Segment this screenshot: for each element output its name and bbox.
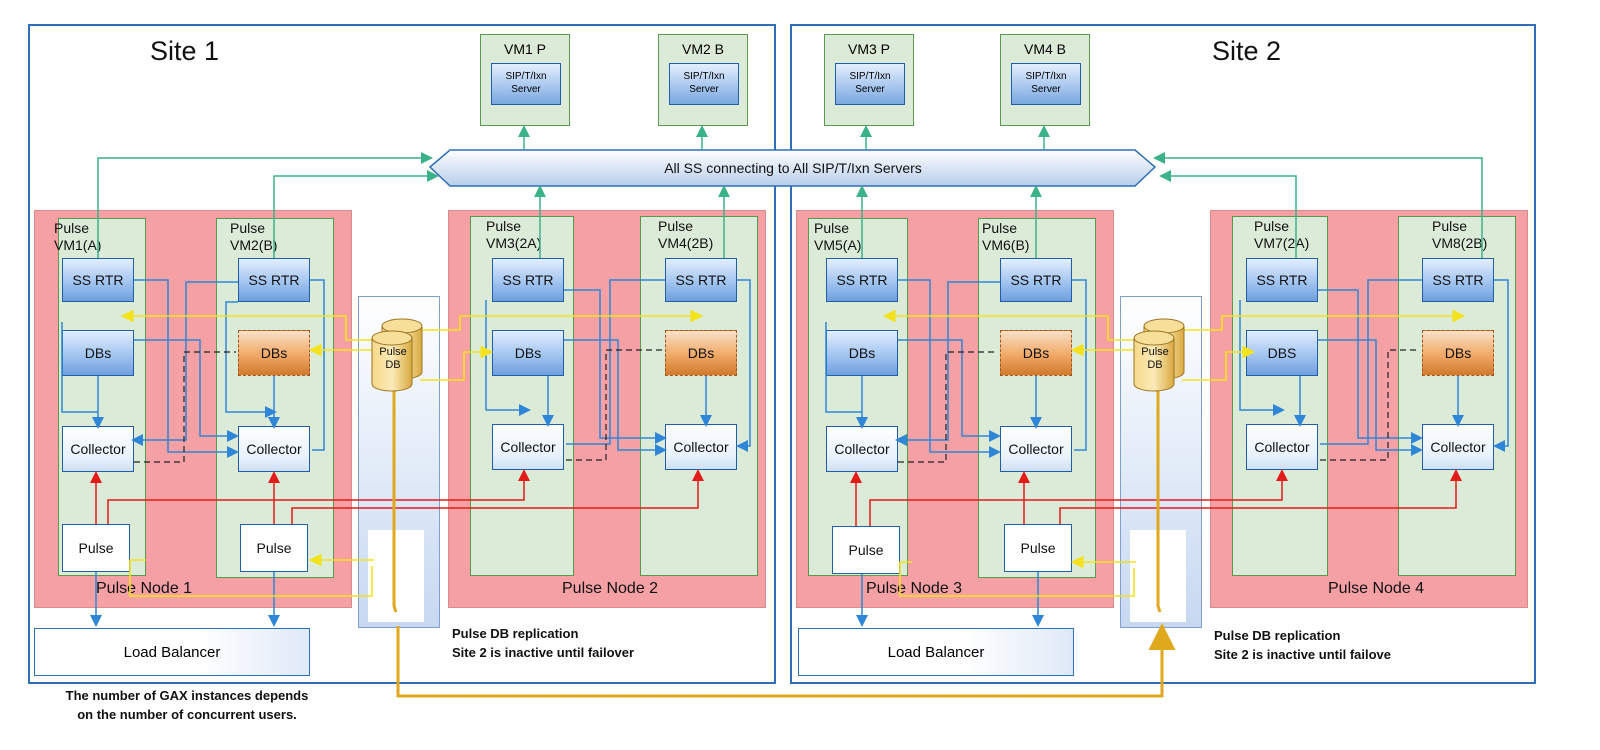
pulse-box-4: Pulse bbox=[1004, 524, 1072, 572]
pulse-node-2-label: Pulse Node 2 bbox=[562, 580, 659, 597]
vm4-ss-rtr: SS RTR bbox=[665, 258, 737, 302]
server-vm3-p-box: SIP/T/Ixn Server bbox=[835, 63, 905, 105]
server-vm3-p: VM3 P SIP/T/Ixn Server bbox=[824, 34, 914, 126]
vm2-collector: Collector bbox=[238, 426, 310, 472]
pulse-box-1: Pulse bbox=[62, 524, 130, 572]
ss-band-label: All SS connecting to All SIP/T/Ixn Serve… bbox=[664, 160, 922, 176]
server-vm1-p-box: SIP/T/Ixn Server bbox=[491, 63, 561, 105]
vm4-collector: Collector bbox=[665, 424, 737, 470]
vm1-ss-rtr: SS RTR bbox=[62, 258, 134, 302]
pulse-box-2: Pulse bbox=[240, 524, 308, 572]
vm6-ss-rtr: SS RTR bbox=[1000, 258, 1072, 302]
pulse-node-4-label: Pulse Node 4 bbox=[1328, 580, 1425, 597]
vm7-ss-rtr: SS RTR bbox=[1246, 258, 1318, 302]
vm5-ss-rtr: SS RTR bbox=[826, 258, 898, 302]
vm6-collector: Collector bbox=[1000, 426, 1072, 472]
vm4-dbs: DBs bbox=[665, 330, 737, 376]
pulse-box-3: Pulse bbox=[832, 526, 900, 574]
vm8-collector: Collector bbox=[1422, 424, 1494, 470]
server-vm3-p-title: VM3 P bbox=[847, 41, 890, 57]
vm7-collector: Collector bbox=[1246, 424, 1318, 470]
vm1-collector: Collector bbox=[62, 426, 134, 472]
load-balancer-site1: Load Balancer bbox=[34, 628, 310, 676]
server-vm1-p-title: VM1 P bbox=[503, 41, 546, 57]
vm3-collector: Collector bbox=[492, 424, 564, 470]
vm3-dbs: DBs bbox=[492, 330, 564, 376]
server-vm2-b-box: SIP/T/Ixn Server bbox=[669, 63, 739, 105]
vm8-ss-rtr: SS RTR bbox=[1422, 258, 1494, 302]
vm8-dbs: DBs bbox=[1422, 330, 1494, 376]
vm6-dbs: DBs bbox=[1000, 330, 1072, 376]
vm2-ss-rtr: SS RTR bbox=[238, 258, 310, 302]
vm5-dbs: DBs bbox=[826, 330, 898, 376]
pulse-node-1-label: Pulse Node 1 bbox=[96, 580, 193, 597]
server-vm2-b-title: VM2 B bbox=[681, 41, 724, 57]
server-vm2-b: VM2 B SIP/T/Ixn Server bbox=[658, 34, 748, 126]
vm5-collector: Collector bbox=[826, 426, 898, 472]
vm1-dbs: DBs bbox=[62, 330, 134, 376]
pulse-node-3-label: Pulse Node 3 bbox=[866, 580, 963, 597]
load-balancer-site2: Load Balancer bbox=[798, 628, 1074, 676]
vm2-dbs: DBs bbox=[238, 330, 310, 376]
site-1-title: Site 1 bbox=[150, 36, 220, 66]
server-vm1-p: VM1 P SIP/T/Ixn Server bbox=[480, 34, 570, 126]
server-vm4-b-box: SIP/T/Ixn Server bbox=[1011, 63, 1081, 105]
vm7-dbs: DBS bbox=[1246, 330, 1318, 376]
site-2-title: Site 2 bbox=[1212, 36, 1282, 66]
server-vm4-b: VM4 B SIP/T/Ixn Server bbox=[1000, 34, 1090, 126]
server-vm4-b-title: VM4 B bbox=[1023, 41, 1066, 57]
vm3-ss-rtr: SS RTR bbox=[492, 258, 564, 302]
